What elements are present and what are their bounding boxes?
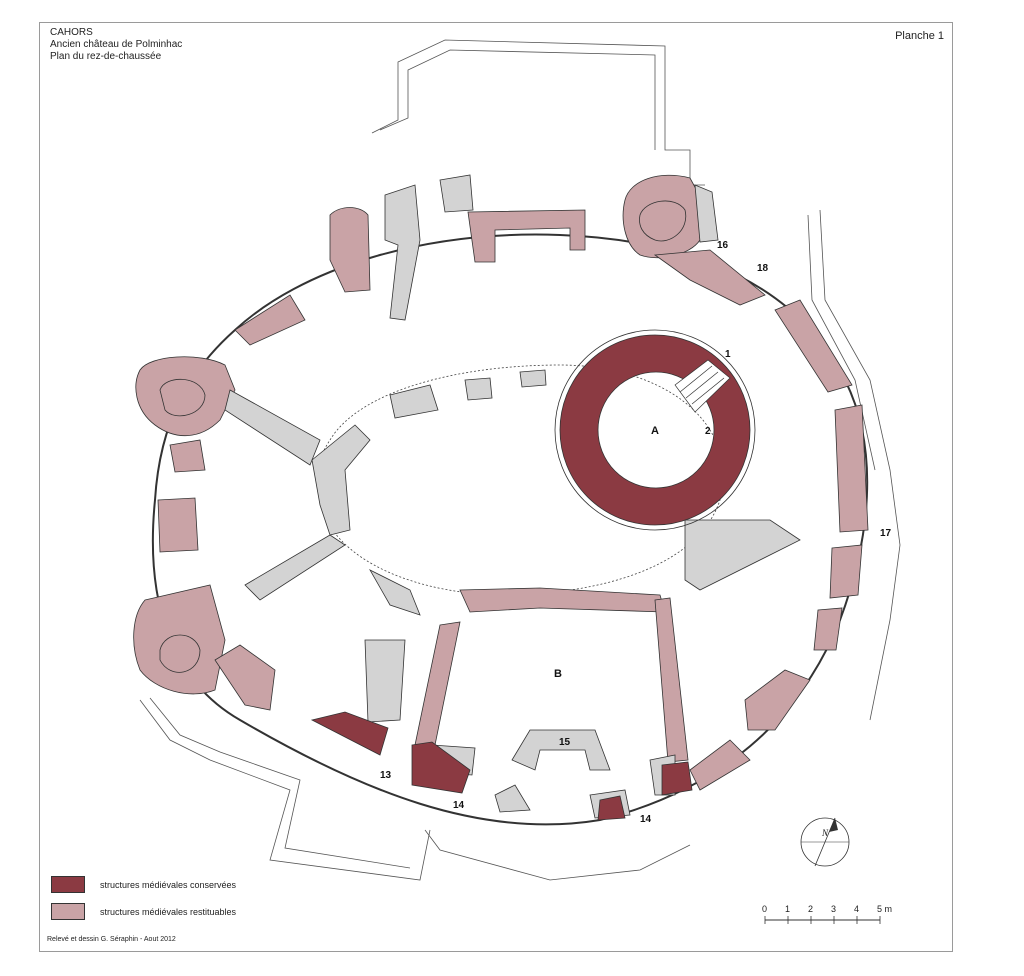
wall-northeast xyxy=(653,249,766,306)
building-b-west xyxy=(414,621,461,746)
north-room xyxy=(464,377,493,401)
wall-west-2 xyxy=(169,439,206,473)
wall-south-east xyxy=(689,739,751,791)
wall-east-4 xyxy=(813,607,843,651)
label-18: 18 xyxy=(757,263,769,274)
wall-east-3 xyxy=(829,544,863,599)
wall-north xyxy=(467,209,586,263)
scale-tick-0: 0 xyxy=(762,904,767,914)
tower-northeast xyxy=(622,174,703,259)
west-room xyxy=(389,384,439,419)
wall-west-1 xyxy=(157,497,199,553)
wall-east-1 xyxy=(774,299,853,393)
wall-northwest xyxy=(234,294,306,346)
east-terrace-wall xyxy=(819,209,901,721)
scale-tick-4: 4 xyxy=(854,904,859,914)
wall-southeast xyxy=(744,669,811,731)
building-b-north xyxy=(459,587,666,613)
label-13: 13 xyxy=(380,770,392,781)
plate-number: Planche 1 xyxy=(895,30,944,42)
label-1: 1 xyxy=(725,349,731,360)
scale-tick-1: 1 xyxy=(785,904,790,914)
legend-label-restituable: structures médiévales restituables xyxy=(100,907,237,917)
drawing-frame xyxy=(39,22,953,952)
credits: Relevé et dessin G. Séraphin - Aout 2012 xyxy=(47,936,176,943)
north-label: N xyxy=(821,828,829,838)
wall-east-2 xyxy=(834,404,869,533)
inner-courtyard xyxy=(317,364,724,596)
passage-east xyxy=(684,519,801,591)
south-gate-1 xyxy=(494,784,531,813)
room-15 xyxy=(511,729,611,771)
corner-east xyxy=(661,761,693,796)
label-14-east: 14 xyxy=(640,814,652,825)
wall-13 xyxy=(310,711,389,756)
building-b-east xyxy=(654,597,689,763)
tower-southwest xyxy=(133,584,226,695)
north-exterior-wall-inner xyxy=(379,49,656,150)
legend-swatch-restituable xyxy=(51,903,85,920)
passage-south-2 xyxy=(364,639,406,723)
tower-west xyxy=(135,356,236,437)
tower-north xyxy=(329,207,371,293)
legend-label-conserved: structures médiévales conservées xyxy=(100,880,237,890)
corner-14-east xyxy=(597,795,626,821)
east-block xyxy=(694,184,719,243)
scale-bar: 0 1 2 3 4 5 m xyxy=(762,904,892,924)
title-city: CAHORS xyxy=(50,27,93,38)
label-17: 17 xyxy=(880,528,892,539)
label-16: 16 xyxy=(717,240,729,251)
wall-north-grey xyxy=(384,184,421,321)
scale-tick-3: 3 xyxy=(831,904,836,914)
east-terrace-wall-inner xyxy=(807,214,876,471)
passage-west xyxy=(224,389,321,466)
scale-tick-2: 2 xyxy=(808,904,813,914)
central-spine xyxy=(311,424,371,536)
label-building-b: B xyxy=(554,668,562,680)
passage-southwest xyxy=(244,534,346,601)
southwest-terrace-inner xyxy=(149,697,411,869)
north-arrow-icon: N xyxy=(800,817,850,867)
label-14-west: 14 xyxy=(453,800,465,811)
keep-stair xyxy=(674,359,731,413)
label-keep-a: A xyxy=(651,425,659,437)
legend-swatch-conserved xyxy=(51,876,85,893)
title-subtitle: Plan du rez-de-chaussée xyxy=(50,51,162,62)
title-site: Ancien château de Polminhac xyxy=(50,39,183,50)
passage-south-1 xyxy=(368,569,421,616)
north-exterior-wall xyxy=(371,39,705,186)
south-terrace xyxy=(424,829,691,881)
corner-14-west xyxy=(411,741,471,794)
tower-north-grey xyxy=(439,174,474,213)
keep-outer-ring xyxy=(554,329,756,531)
southwest-terrace xyxy=(139,699,431,881)
wall-southwest-curtain xyxy=(214,644,276,711)
scale-tick-5: 5 m xyxy=(877,904,892,914)
label-2: 2 xyxy=(705,426,711,437)
north-room-2 xyxy=(519,369,547,388)
label-15: 15 xyxy=(559,737,571,748)
